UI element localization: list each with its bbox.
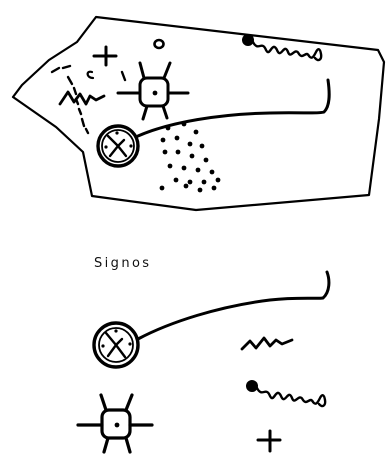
cluster-dot	[184, 184, 189, 189]
rock-outline	[13, 17, 384, 210]
cluster-dot	[212, 186, 217, 191]
small-ring	[155, 40, 164, 48]
cluster-dot	[182, 166, 187, 171]
legend-dot-wavy-sign	[246, 380, 325, 406]
cluster-dot	[216, 178, 221, 183]
cluster-dot	[188, 142, 193, 147]
curl-mark	[88, 72, 93, 78]
legend-square-sun-sign	[78, 395, 152, 452]
cluster-dot	[166, 126, 171, 131]
legend-staff-with-circle-sign	[94, 272, 329, 367]
signs-title: Signos	[94, 256, 151, 271]
cluster-dot	[188, 180, 193, 185]
cluster-dot	[161, 138, 166, 143]
legend-zigzag-sign	[242, 338, 292, 349]
cluster-dot	[176, 150, 181, 155]
cross-sign	[94, 47, 116, 65]
cluster-dot	[198, 188, 203, 193]
cluster-dot	[168, 164, 173, 169]
cluster-dot	[182, 122, 187, 127]
zigzag-sign	[60, 92, 104, 104]
legend-cross-sign	[258, 431, 280, 451]
rock-panel	[13, 17, 384, 210]
cluster-dot	[175, 136, 180, 141]
dot-cluster	[160, 122, 221, 193]
cluster-dot	[204, 158, 209, 163]
cluster-dot	[196, 168, 201, 173]
cluster-dot	[160, 186, 165, 191]
cluster-dot	[174, 178, 179, 183]
cluster-dot	[202, 180, 207, 185]
circle-sign	[98, 126, 138, 166]
cluster-dot	[194, 130, 199, 135]
square-sun-sign	[118, 63, 188, 119]
cluster-dot	[210, 170, 215, 175]
cluster-dot	[163, 150, 168, 155]
cluster-dot	[200, 144, 205, 149]
signs-legend	[78, 272, 329, 452]
cluster-dot	[190, 154, 195, 159]
